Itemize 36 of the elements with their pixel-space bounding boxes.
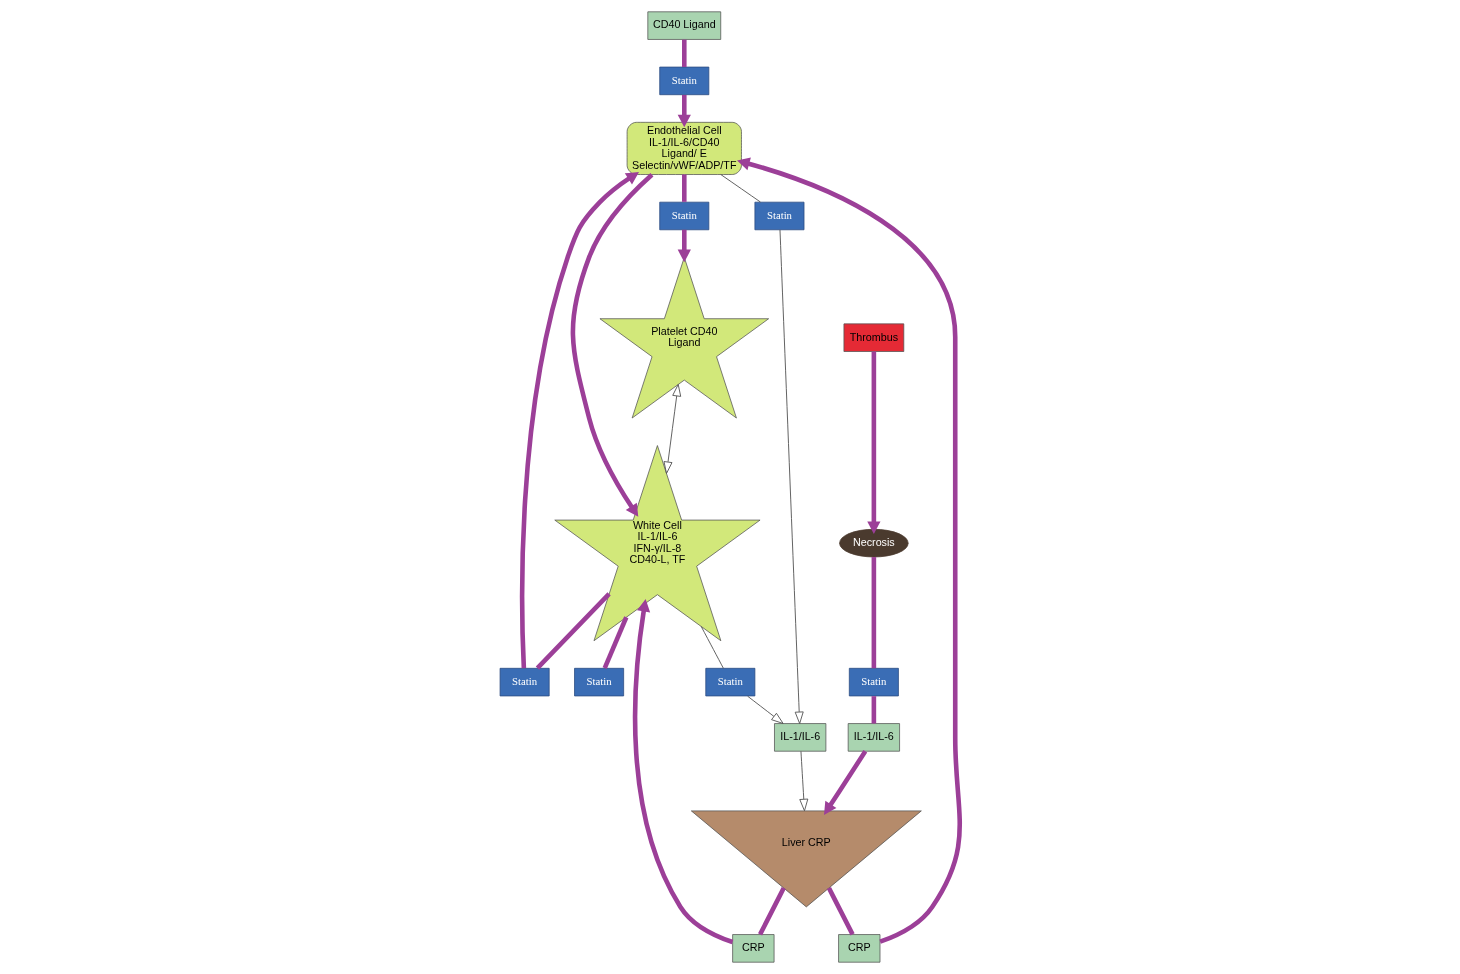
node-box: Statin (848, 667, 899, 697)
connector (700, 626, 724, 669)
node-box: CD40 Ligand (647, 11, 722, 40)
connector (758, 887, 786, 936)
connector (535, 592, 611, 670)
arrow (677, 229, 691, 263)
node-box: Statin (574, 667, 625, 697)
node-box: CRP (838, 934, 881, 963)
arrow (632, 598, 734, 945)
arrow (824, 750, 868, 815)
connector (826, 887, 855, 936)
node-box: Statin (659, 201, 710, 231)
connector (720, 174, 761, 203)
node-box: Endothelial Cell IL-1/IL-6/CD40 Ligand/ E Selectin/vWF/ADP/TF (626, 121, 742, 175)
arrow (519, 171, 639, 669)
connector (871, 557, 877, 669)
node-box: Statin (705, 667, 756, 697)
arrow (779, 229, 804, 724)
node-box: CRP (732, 934, 775, 963)
node-box: Thrombus (843, 323, 905, 352)
arrow (570, 173, 654, 517)
arrow (677, 95, 691, 128)
arrow (663, 384, 682, 474)
node-ellipse: Necrosis (839, 528, 909, 558)
node-box: IL-1/IL-6 (847, 723, 900, 752)
arrow (799, 750, 809, 812)
arrow (747, 695, 784, 724)
connector (871, 696, 877, 724)
connector (681, 39, 687, 67)
node-box: Statin (659, 66, 710, 96)
node-box: Statin (499, 667, 550, 697)
node-box: IL-1/IL-6 (774, 723, 827, 752)
arrow (867, 351, 881, 535)
connector (681, 174, 687, 202)
arrow (736, 157, 962, 944)
node-box: Statin (754, 201, 805, 231)
